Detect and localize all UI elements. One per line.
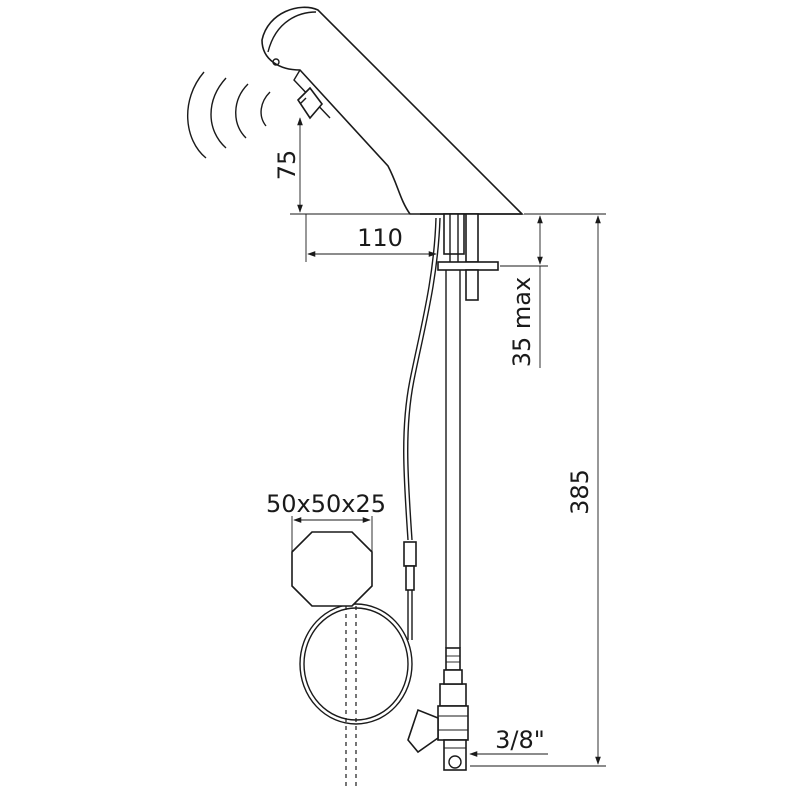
sensor-window	[296, 86, 324, 120]
dimension-total-height: 385	[470, 213, 606, 767]
dimension-label-110: 110	[357, 224, 403, 252]
isolating-valve	[407, 669, 469, 771]
electronic-box	[291, 531, 373, 607]
dimension-box-size: 50x50x25	[266, 490, 386, 552]
dimension-label-75: 75	[273, 150, 301, 181]
mounting-shank	[437, 213, 499, 301]
dimension-label-3-8: 3/8"	[495, 726, 545, 754]
faucet-spout	[261, 6, 524, 215]
sensor-wave-icon	[186, 71, 271, 159]
dimension-sensor-height: 75	[273, 117, 430, 215]
dimension-label-385: 385	[566, 469, 594, 515]
dimension-label-50x50x25: 50x50x25	[266, 490, 386, 518]
dimension-spout-reach: 110	[305, 214, 437, 262]
sensor-cable	[403, 217, 441, 640]
dimension-connection: 3/8"	[469, 726, 548, 757]
dimension-deck-thickness: 35 max	[500, 213, 548, 368]
supply-hose	[445, 270, 461, 671]
power-cable	[345, 606, 357, 790]
dimension-label-35-max: 35 max	[508, 277, 536, 367]
